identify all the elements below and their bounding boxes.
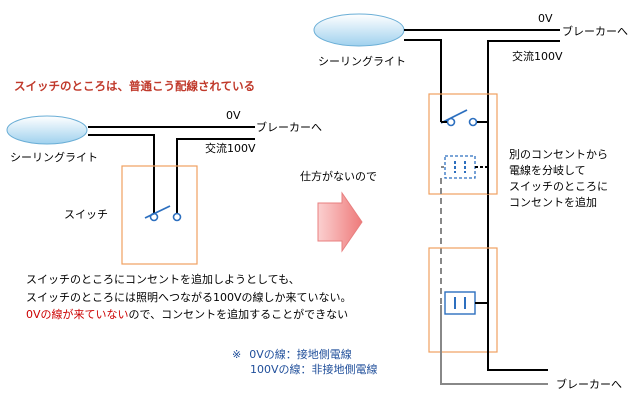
bottom-zero-v-wire [440,305,548,385]
left-heading: スイッチのところは、普通こう配線されている [14,79,255,93]
right-outlet-box [428,247,498,353]
right-arrow-icon [317,191,363,253]
left-light-wire [88,134,155,214]
explanation-red-part: 0Vの線が来ていない [26,307,129,321]
explanation-line-3: 0Vの線が来ていないので、コンセントを追加することができない [26,307,348,321]
middle-caption: 仕方がないので [300,169,377,183]
right-note-line-4: コンセントを追加 [509,195,597,209]
right-to-breaker-bottom-label: ブレーカーへ [556,377,622,391]
right-ceiling-light-icon [313,13,405,47]
legend-line-1: ※ 0Vの線：接地側電線 [232,347,352,361]
right-switch-icon [440,109,488,127]
existing-outlet-icon [444,291,476,315]
right-ac100v-label: 交流100V [512,49,563,63]
left-switch-icon [144,205,182,222]
right-note-line-3: スイッチのところに [509,180,608,193]
legend-text-1: 0Vの線：接地側電線 [249,347,352,361]
right-zero-v-label: 0V [538,12,553,25]
added-outlet-icon [441,155,488,179]
right-switch-box [428,93,498,195]
right-to-breaker-top-label: ブレーカーへ [562,24,628,38]
bottom-100v-wire [487,303,548,371]
left-switch-box [121,165,198,265]
left-to-breaker-label: ブレーカーへ [256,120,322,134]
explanation-line-1: スイッチのところにコンセントを追加しようとしても、 [26,272,300,286]
explanation-line-2: スイッチのところには照明へつながる100Vの線しか来ていない。 [26,290,352,304]
right-ceiling-light-label: シーリングライト [318,54,406,68]
left-zero-v-label: 0V [226,109,241,122]
left-switch-label: スイッチ [64,208,108,221]
left-ac100v-label: 交流100V [205,141,256,155]
explanation-rest-part: ので、コンセントを追加することができない [129,307,349,321]
legend-line-2: 100Vの線：非接地側電線 [250,362,378,376]
right-note-line-1: 別のコンセントから [509,148,608,161]
right-light-wire [404,39,442,122]
right-note-line-2: 電線を分岐して [509,163,586,177]
left-ceiling-light-icon [6,115,88,145]
left-100v-wire [176,138,255,214]
legend-mark: ※ [232,348,241,361]
left-ceiling-light-label: シーリングライト [10,150,98,164]
